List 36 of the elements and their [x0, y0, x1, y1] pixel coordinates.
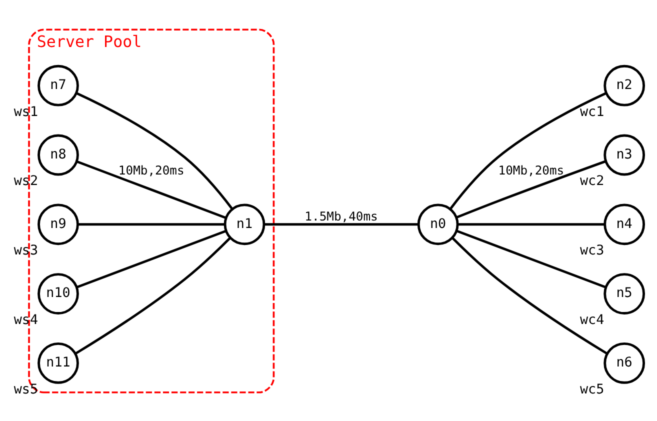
node-circle: n5	[604, 272, 646, 314]
node-circle: n0	[417, 203, 459, 245]
node-circle: n1	[224, 203, 266, 245]
node-circle: n3	[604, 134, 646, 176]
connector	[76, 229, 226, 288]
connector	[76, 91, 233, 209]
node-circle: n8	[38, 134, 79, 176]
connector	[456, 229, 606, 288]
connector	[264, 222, 418, 226]
edge-label: 10Mb,20ms	[498, 162, 564, 177]
node-circle: n4	[604, 203, 646, 245]
node-circle: n6	[604, 342, 646, 384]
node-label: wc3	[580, 243, 604, 258]
node-label: ws5	[14, 382, 38, 397]
node-label: ws3	[14, 243, 38, 258]
connector	[76, 160, 226, 218]
node-label: wc2	[580, 174, 604, 189]
node-label: wc5	[580, 382, 604, 397]
node-label: ws2	[14, 174, 38, 189]
edge-label: 1.5Mb,40ms	[304, 209, 378, 224]
node-label: ws1	[14, 104, 38, 120]
connector	[78, 222, 224, 226]
connector	[74, 236, 231, 354]
node-label: wc4	[580, 312, 604, 328]
node-circle: n7	[38, 64, 79, 106]
node-circle: n9	[38, 203, 79, 245]
node-label: wc1	[580, 104, 604, 120]
connector	[456, 160, 606, 218]
edge-label: 10Mb,20ms	[118, 162, 184, 177]
node-circle: n10	[38, 272, 79, 314]
connector	[450, 91, 607, 209]
node-label: ws4	[14, 312, 38, 328]
node-circle: n2	[604, 64, 646, 106]
connector	[458, 222, 604, 226]
node-circle: n11	[38, 342, 79, 384]
connector	[452, 236, 608, 354]
